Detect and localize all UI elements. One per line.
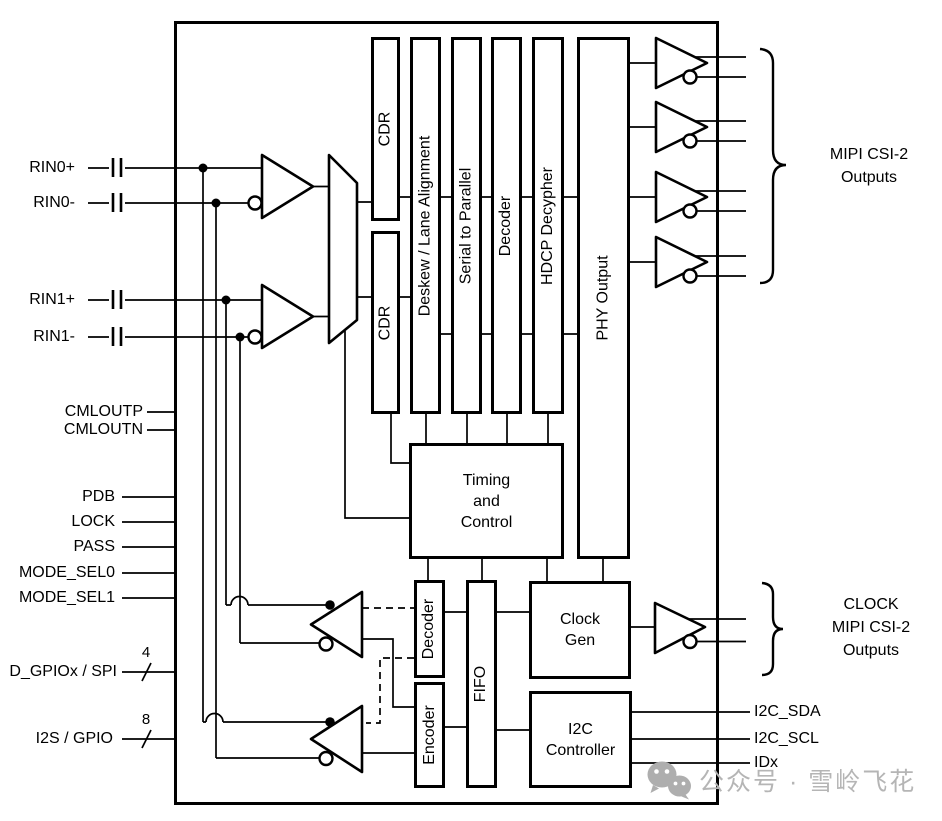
pin-label-i2c-scl: I2C_SCL bbox=[754, 730, 819, 747]
block-i2c-controller bbox=[529, 691, 632, 788]
block-cdr-1 bbox=[371, 231, 400, 414]
block-deskew bbox=[410, 37, 441, 414]
pin-label-rin0n: RIN0- bbox=[33, 194, 75, 211]
braces bbox=[759, 47, 787, 677]
label-decoder-backchannel: Decoder bbox=[420, 598, 438, 660]
pin-label-idx: IDx bbox=[754, 754, 778, 771]
pin-label-pass: PASS bbox=[73, 538, 116, 555]
buffer-symbols bbox=[260, 36, 709, 774]
stream-mux bbox=[327, 153, 359, 345]
pin-label-rin1p: RIN1+ bbox=[29, 291, 75, 308]
block-cdr-0 bbox=[371, 37, 400, 221]
dashed-wires bbox=[362, 607, 414, 724]
bus-width-spi: 4 bbox=[141, 644, 151, 661]
mipi-outputs-brace bbox=[759, 47, 787, 285]
label-phy-output: PHY Output bbox=[594, 255, 612, 341]
pin-label-d-gpiox-spi: D_GPIOx / SPI bbox=[9, 663, 117, 680]
chip-boundary bbox=[174, 21, 719, 805]
backchannel-buffer-bottom bbox=[309, 704, 364, 774]
pin-label-mode-sel0: MODE_SEL0 bbox=[18, 564, 115, 581]
label-hdcp-decypher: HDCP Decypher bbox=[539, 166, 556, 285]
block-timing-control bbox=[409, 443, 564, 559]
pin-label-pdb: PDB bbox=[82, 488, 115, 505]
label-cdr-0: CDR bbox=[376, 111, 394, 147]
clock-output-buffer bbox=[653, 601, 707, 655]
mipi-output-buffer-4 bbox=[654, 235, 709, 289]
pin-label-mode-sel1: MODE_SEL1 bbox=[18, 589, 115, 606]
pin-label-cmloutp: CMLOUTP bbox=[64, 403, 143, 420]
pin-label-rin0p: RIN0+ bbox=[29, 159, 75, 176]
label-fifo: FIFO bbox=[472, 665, 490, 703]
block-hdcp-decypher bbox=[532, 37, 564, 414]
capacitor-symbols bbox=[111, 158, 123, 346]
pin-label-rin1n: RIN1- bbox=[33, 328, 75, 345]
label-cdr-1: CDR bbox=[376, 305, 394, 340]
watermark: 公众号 · 雪岭飞花 bbox=[646, 760, 916, 800]
block-clock-gen bbox=[529, 581, 631, 679]
label-decoder-main: Decoder bbox=[497, 195, 515, 256]
rin0-input-buffer bbox=[260, 153, 315, 220]
block-encoder-backchannel bbox=[414, 682, 445, 788]
label-encoder-backchannel: Encoder bbox=[420, 705, 438, 765]
block-decoder-backchannel bbox=[414, 580, 445, 678]
label-deskew: Deskew / Lane Alignment bbox=[416, 135, 434, 316]
watermark-text: 公众号 · 雪岭飞花 bbox=[699, 768, 917, 796]
inverter-bubbles bbox=[247, 69, 698, 767]
wires bbox=[88, 56, 750, 764]
block-phy-output bbox=[577, 37, 630, 559]
block-decoder-main bbox=[491, 37, 522, 414]
block-serial-to-parallel bbox=[451, 37, 482, 414]
mipi-output-buffer-3 bbox=[654, 170, 709, 224]
pin-label-i2s-gpio: I2S / GPIO bbox=[35, 730, 113, 747]
rin1-input-buffer bbox=[260, 283, 315, 350]
pin-label-lock: LOCK bbox=[71, 513, 115, 530]
block-fifo bbox=[466, 580, 497, 788]
pin-label-i2c-sda: I2C_SDA bbox=[754, 703, 821, 720]
mipi-output-buffer-2 bbox=[654, 100, 709, 154]
backchannel-buffer-top bbox=[309, 590, 364, 659]
mipi-output-buffer-1 bbox=[654, 36, 709, 90]
bus-width-i2s: 8 bbox=[141, 711, 151, 728]
junction-dots bbox=[198, 163, 335, 727]
wechat-icon bbox=[647, 761, 691, 800]
label-serial-to-parallel: Serial to Parallel bbox=[457, 167, 475, 284]
pin-label-cmloutn: CMLOUTN bbox=[63, 421, 143, 438]
clock-outputs-brace bbox=[761, 581, 784, 677]
